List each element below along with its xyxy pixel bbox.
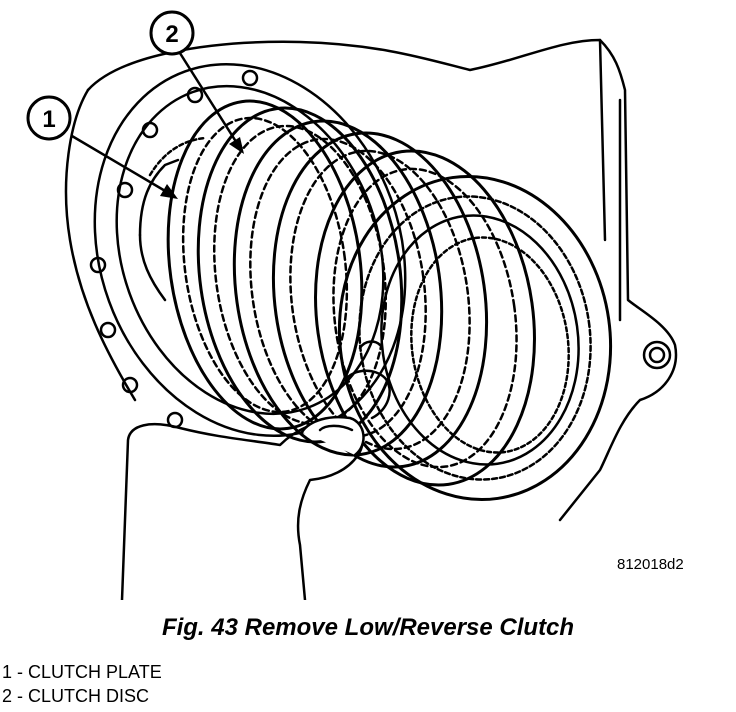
- callout-leader-1: [70, 134, 174, 197]
- callout-arrow-1: [160, 184, 178, 199]
- transmission-case: [64, 38, 678, 522]
- callout-1-number: 1: [42, 106, 55, 133]
- clutch-hub: [138, 136, 207, 302]
- clutch-retainer-ring: [89, 62, 407, 438]
- clutch-illustration: 1 2: [26, 10, 678, 600]
- callout-2-number: 2: [165, 21, 178, 48]
- legend-item-clutch-disc: 2 - CLUTCH DISC: [2, 686, 150, 706]
- legend: 1 - CLUTCH PLATE 2 - CLUTCH DISC: [2, 660, 162, 708]
- figure-caption: Fig. 43 Remove Low/Reverse Clutch: [161, 614, 575, 641]
- figure-code: 812018d2: [617, 556, 684, 573]
- callout-1: 1: [26, 95, 72, 141]
- callout-2: 2: [149, 10, 195, 56]
- clutch-pack: [166, 99, 613, 502]
- legend-item-clutch-plate: 1 - CLUTCH PLATE: [2, 662, 162, 682]
- technician-hand: [120, 340, 391, 600]
- callout-leader-2: [176, 48, 242, 150]
- callout-arrow-2: [229, 137, 244, 154]
